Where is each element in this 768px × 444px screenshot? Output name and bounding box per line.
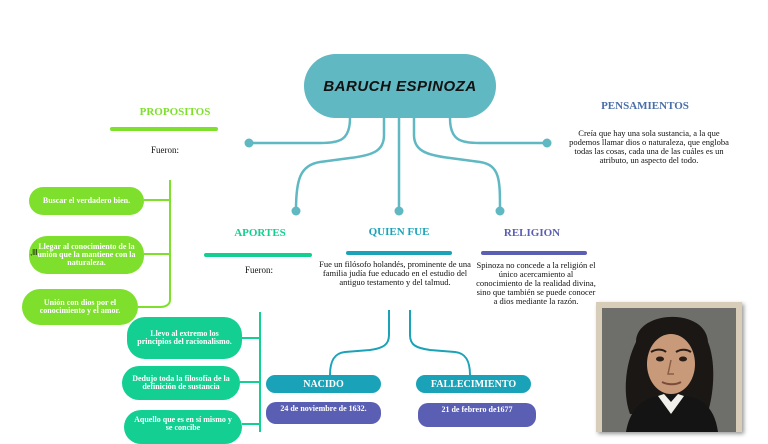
quien-fue-text: Fue un filósofo holandés, prominente de … [319, 259, 471, 287]
propositos-heading: PROPOSITOS [139, 106, 211, 118]
proposito-item-3[interactable]: Unión con dios por el conocimiento y el … [22, 289, 138, 325]
aporte-item-3-label: Aquello que es en sí mismo y se concibe [134, 415, 232, 432]
nacido-label: NACIDO [303, 378, 344, 390]
central-topic[interactable]: BARUCH ESPINOZA [304, 54, 496, 118]
proposito-item-2-label: Llegar al conocimiento de la unión que l… [37, 242, 136, 267]
fallecimiento-box[interactable]: FALLECIMIENTO [416, 375, 531, 393]
portrait-image [596, 302, 742, 432]
proposito-item-1-label: Buscar el verdadero bien. [42, 196, 131, 205]
proposito-item-1[interactable]: Buscar el verdadero bien. [29, 187, 144, 215]
fallecimiento-label: FALLECIMIENTO [430, 378, 517, 390]
quien-fue-heading: QUIEN FUE [368, 226, 430, 238]
fallecimiento-date-box[interactable]: 21 de febrero de1677 [418, 403, 536, 427]
religion-underline [481, 251, 587, 255]
aporte-item-2-label: Dedujo toda la filosofía de la definició… [132, 374, 230, 391]
aportes-underline [204, 253, 312, 257]
portrait-drawing [596, 302, 742, 432]
pensamientos-heading: PENSAMIENTOS [601, 100, 689, 112]
central-title: BARUCH ESPINOZA [323, 77, 477, 95]
aporte-item-1[interactable]: Llevo al extremo los principios del raci… [127, 317, 242, 359]
pensamientos-text: Creía que hay una sola sustancia, a la q… [569, 128, 729, 165]
propositos-underline [110, 127, 218, 131]
quien-fue-underline [346, 251, 452, 255]
religion-heading: RELIGION [503, 227, 561, 239]
nacido-date-box[interactable]: 24 de noviembre de 1632. [266, 402, 381, 424]
nacido-date: 24 de noviembre de 1632. [280, 404, 367, 413]
aporte-item-2[interactable]: Dedujo toda la filosofía de la definició… [122, 366, 240, 400]
religion-text: Spinoza no concede a la religión el únic… [476, 260, 596, 306]
propositos-connector: Fueron: [151, 145, 179, 155]
proposito-item-2[interactable]: Llegar al conocimiento de la unión que l… [29, 236, 144, 274]
side-mark: ,lll [30, 248, 38, 257]
aportes-connector: Fueron: [245, 265, 273, 275]
aporte-item-1-label: Llevo al extremo los principios del raci… [137, 329, 232, 346]
aporte-item-3[interactable]: Aquello que es en sí mismo y se concibe [124, 410, 242, 444]
aportes-heading: APORTES [234, 227, 286, 239]
connector-lines [138, 117, 552, 432]
fallecimiento-date: 21 de febrero de1677 [441, 405, 513, 414]
proposito-item-3-label: Unión con dios por el conocimiento y el … [39, 298, 121, 315]
nacido-box[interactable]: NACIDO [266, 375, 381, 393]
